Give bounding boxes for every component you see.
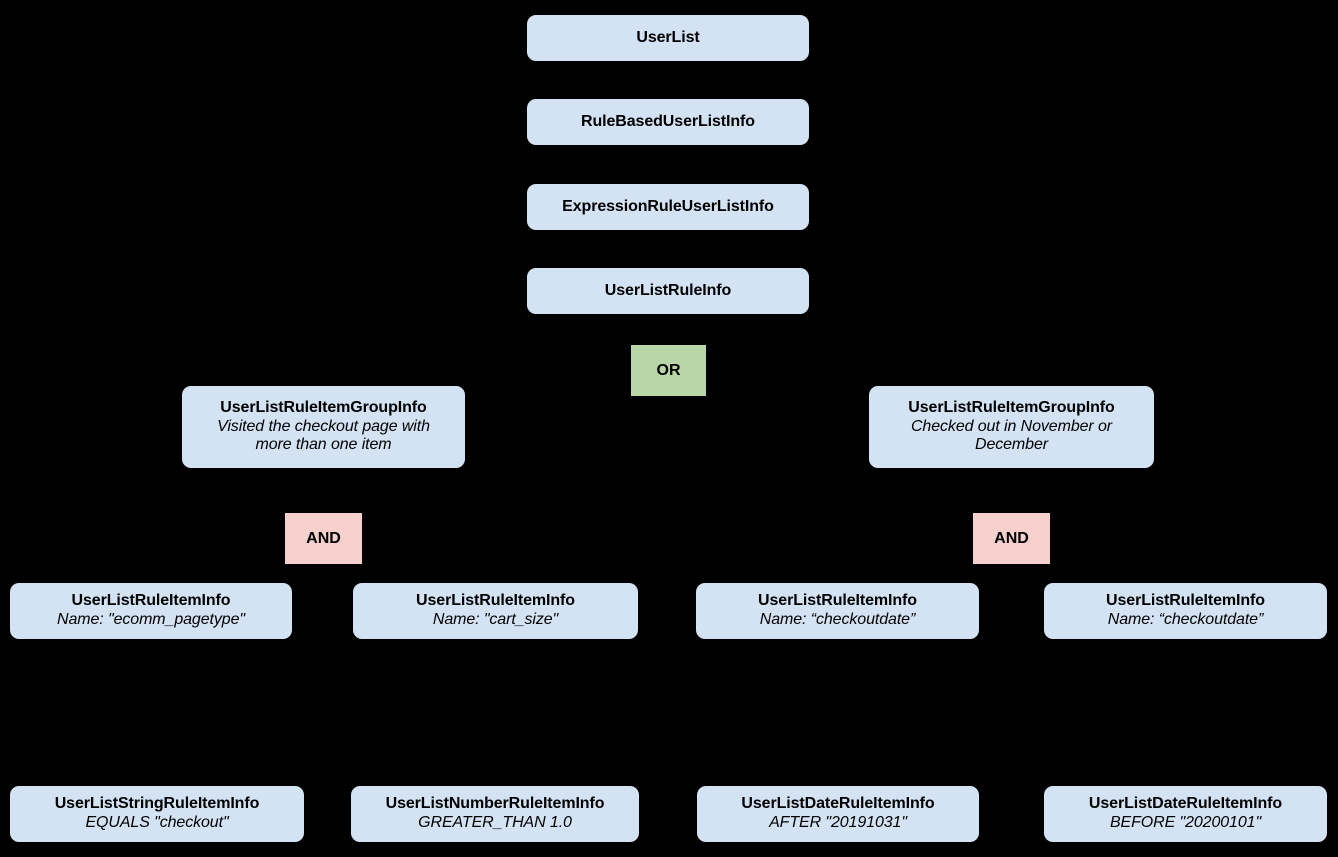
arrowhead-item2 bbox=[488, 574, 502, 583]
node-group-right-description: Checked out in November or December bbox=[910, 417, 1113, 454]
operator-or[interactable]: OR bbox=[631, 345, 706, 396]
edge-group-left-to-and bbox=[322, 468, 324, 514]
edge-and-right-trunk bbox=[837, 565, 1185, 567]
node-ruleitem-cart-size-description: Name: "cart_size" bbox=[432, 611, 559, 628]
node-rulebaseduserlistinfo[interactable]: RuleBasedUserListInfo bbox=[527, 99, 809, 145]
edge-userlist-to-rulebased bbox=[667, 61, 669, 98]
arrowhead-item3 bbox=[831, 574, 845, 583]
edge-group-right-to-and bbox=[1010, 468, 1012, 514]
node-group-left-title: UserListRuleItemGroupInfo bbox=[220, 398, 427, 416]
operator-or-label: OR bbox=[656, 361, 681, 379]
node-expressionruleuserlistinfo[interactable]: ExpressionRuleUserListInfo bbox=[527, 184, 809, 230]
node-ruleitem-ecomm-pagetype-description: Name: "ecomm_pagetype" bbox=[57, 611, 245, 628]
node-group-left[interactable]: UserListRuleItemGroupInfo Visited the ch… bbox=[182, 386, 465, 468]
node-ruleitem-ecomm-pagetype-title: UserListRuleItemInfo bbox=[71, 592, 231, 610]
arrowhead-leaf1 bbox=[144, 777, 158, 786]
node-userlist[interactable]: UserList bbox=[527, 15, 809, 61]
edge-ruleinfo-to-or bbox=[667, 315, 669, 345]
node-userlistruleinfo-title: UserListRuleInfo bbox=[604, 281, 732, 299]
operator-and-left-label: AND bbox=[306, 529, 341, 547]
node-leaf-date-before-description: BEFORE "20200101" bbox=[1109, 814, 1262, 831]
node-leaf-string-equals-checkout[interactable]: UserListStringRuleItemInfo EQUALS "check… bbox=[10, 786, 304, 842]
edge-rulebased-to-expression bbox=[667, 146, 669, 183]
operator-and-right[interactable]: AND bbox=[973, 513, 1050, 564]
arrowhead-rulebased bbox=[661, 91, 675, 100]
node-expressionruleuserlistinfo-title: ExpressionRuleUserListInfo bbox=[562, 197, 774, 215]
arrowhead-leaf3 bbox=[831, 777, 845, 786]
operator-and-left[interactable]: AND bbox=[285, 513, 362, 564]
edge-expression-to-ruleinfo bbox=[667, 231, 669, 268]
edge-item2-to-leaf2 bbox=[494, 639, 496, 785]
node-userlistruleinfo[interactable]: UserListRuleInfo bbox=[527, 268, 809, 314]
node-ruleitem-checkoutdate-after-description: Name: “checkoutdate” bbox=[759, 611, 916, 628]
arrowhead-leaf2 bbox=[488, 777, 502, 786]
node-leaf-number-greater-than-description: GREATER_THAN 1.0 bbox=[418, 814, 572, 831]
node-userlist-title: UserList bbox=[636, 28, 700, 46]
node-leaf-date-after-description: AFTER "20191031" bbox=[769, 814, 907, 831]
arrowhead-expression bbox=[661, 176, 675, 185]
edge-item4-to-leaf4 bbox=[1184, 639, 1186, 785]
arrowhead-leaf4 bbox=[1178, 777, 1192, 786]
arrowhead-ruleinfo bbox=[661, 261, 675, 270]
node-ruleitem-checkoutdate-after[interactable]: UserListRuleItemInfo Name: “checkoutdate… bbox=[696, 583, 979, 639]
node-ruleitem-cart-size[interactable]: UserListRuleItemInfo Name: "cart_size" bbox=[353, 583, 638, 639]
edge-item3-to-leaf3 bbox=[837, 639, 839, 785]
node-leaf-string-equals-checkout-description: EQUALS "checkout" bbox=[85, 814, 229, 831]
edge-item1-to-leaf1 bbox=[150, 639, 152, 785]
edge-and-left-trunk bbox=[150, 565, 496, 567]
node-ruleitem-checkoutdate-before[interactable]: UserListRuleItemInfo Name: “checkoutdate… bbox=[1044, 583, 1327, 639]
node-ruleitem-ecomm-pagetype[interactable]: UserListRuleItemInfo Name: "ecomm_pagety… bbox=[10, 583, 292, 639]
arrowhead-item4 bbox=[1178, 574, 1192, 583]
node-leaf-date-after-title: UserListDateRuleItemInfo bbox=[741, 795, 935, 813]
node-leaf-number-greater-than-title: UserListNumberRuleItemInfo bbox=[385, 795, 605, 813]
arrowhead-item1 bbox=[144, 574, 158, 583]
operator-and-right-label: AND bbox=[994, 529, 1029, 547]
node-rulebaseduserlistinfo-title: RuleBasedUserListInfo bbox=[581, 112, 755, 130]
node-leaf-date-before-title: UserListDateRuleItemInfo bbox=[1088, 795, 1283, 813]
node-group-left-description: Visited the checkout page with more than… bbox=[217, 417, 430, 454]
node-ruleitem-checkoutdate-before-title: UserListRuleItemInfo bbox=[1106, 592, 1265, 610]
node-leaf-string-equals-checkout-title: UserListStringRuleItemInfo bbox=[54, 795, 260, 813]
node-leaf-number-greater-than[interactable]: UserListNumberRuleItemInfo GREATER_THAN … bbox=[351, 786, 639, 842]
node-ruleitem-checkoutdate-after-title: UserListRuleItemInfo bbox=[758, 592, 917, 610]
node-leaf-date-before[interactable]: UserListDateRuleItemInfo BEFORE "2020010… bbox=[1044, 786, 1327, 842]
node-ruleitem-cart-size-title: UserListRuleItemInfo bbox=[416, 592, 575, 610]
node-leaf-date-after[interactable]: UserListDateRuleItemInfo AFTER "20191031… bbox=[697, 786, 979, 842]
node-group-right-title: UserListRuleItemGroupInfo bbox=[908, 398, 1115, 416]
node-group-right[interactable]: UserListRuleItemGroupInfo Checked out in… bbox=[869, 386, 1154, 468]
node-ruleitem-checkoutdate-before-description: Name: “checkoutdate” bbox=[1107, 611, 1264, 628]
